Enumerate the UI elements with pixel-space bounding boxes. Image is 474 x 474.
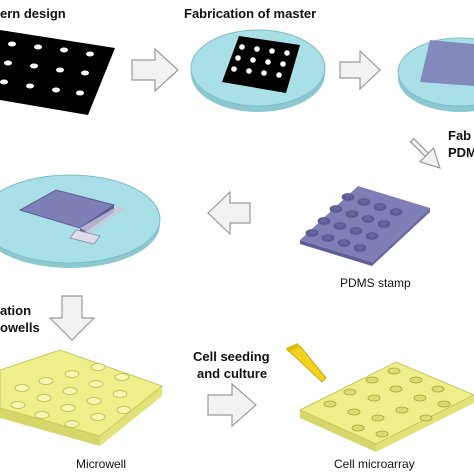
stamp-on-substrate [0,174,161,268]
arrow-right-2 [339,49,381,91]
label-pattern-design: ern design [0,6,66,21]
arrow-diagonal [409,137,441,169]
arrow-right-3 [207,382,257,428]
microwell-substrate [0,349,164,446]
arrow-left [207,190,251,236]
label-cell-microarray: Cell microarray [334,457,415,471]
mask-holes [0,41,94,96]
label-cell-seeding-2: and culture [197,366,268,381]
arrow-right-1 [131,47,179,93]
pattern-mask [0,30,115,115]
label-microwell-fab-2: owells [0,320,40,335]
label-fab-pdms-1: Fab [448,128,472,143]
master-wafer [190,29,326,112]
pipette-icon [286,343,327,383]
label-pdms-stamp: PDMS stamp [340,276,411,290]
arrow-down [48,295,96,341]
label-cell-seeding-1: Cell seeding [193,349,270,364]
label-microwell-fab-1: ation [0,303,32,318]
pdms-stamp [300,186,430,266]
label-fabrication-master: Fabrication of master [184,6,317,21]
label-microwell: Microwell [76,457,127,471]
label-fab-pdms-2: PDM [448,145,474,160]
cell-microarray [298,361,474,452]
pdms-on-master [397,37,474,112]
